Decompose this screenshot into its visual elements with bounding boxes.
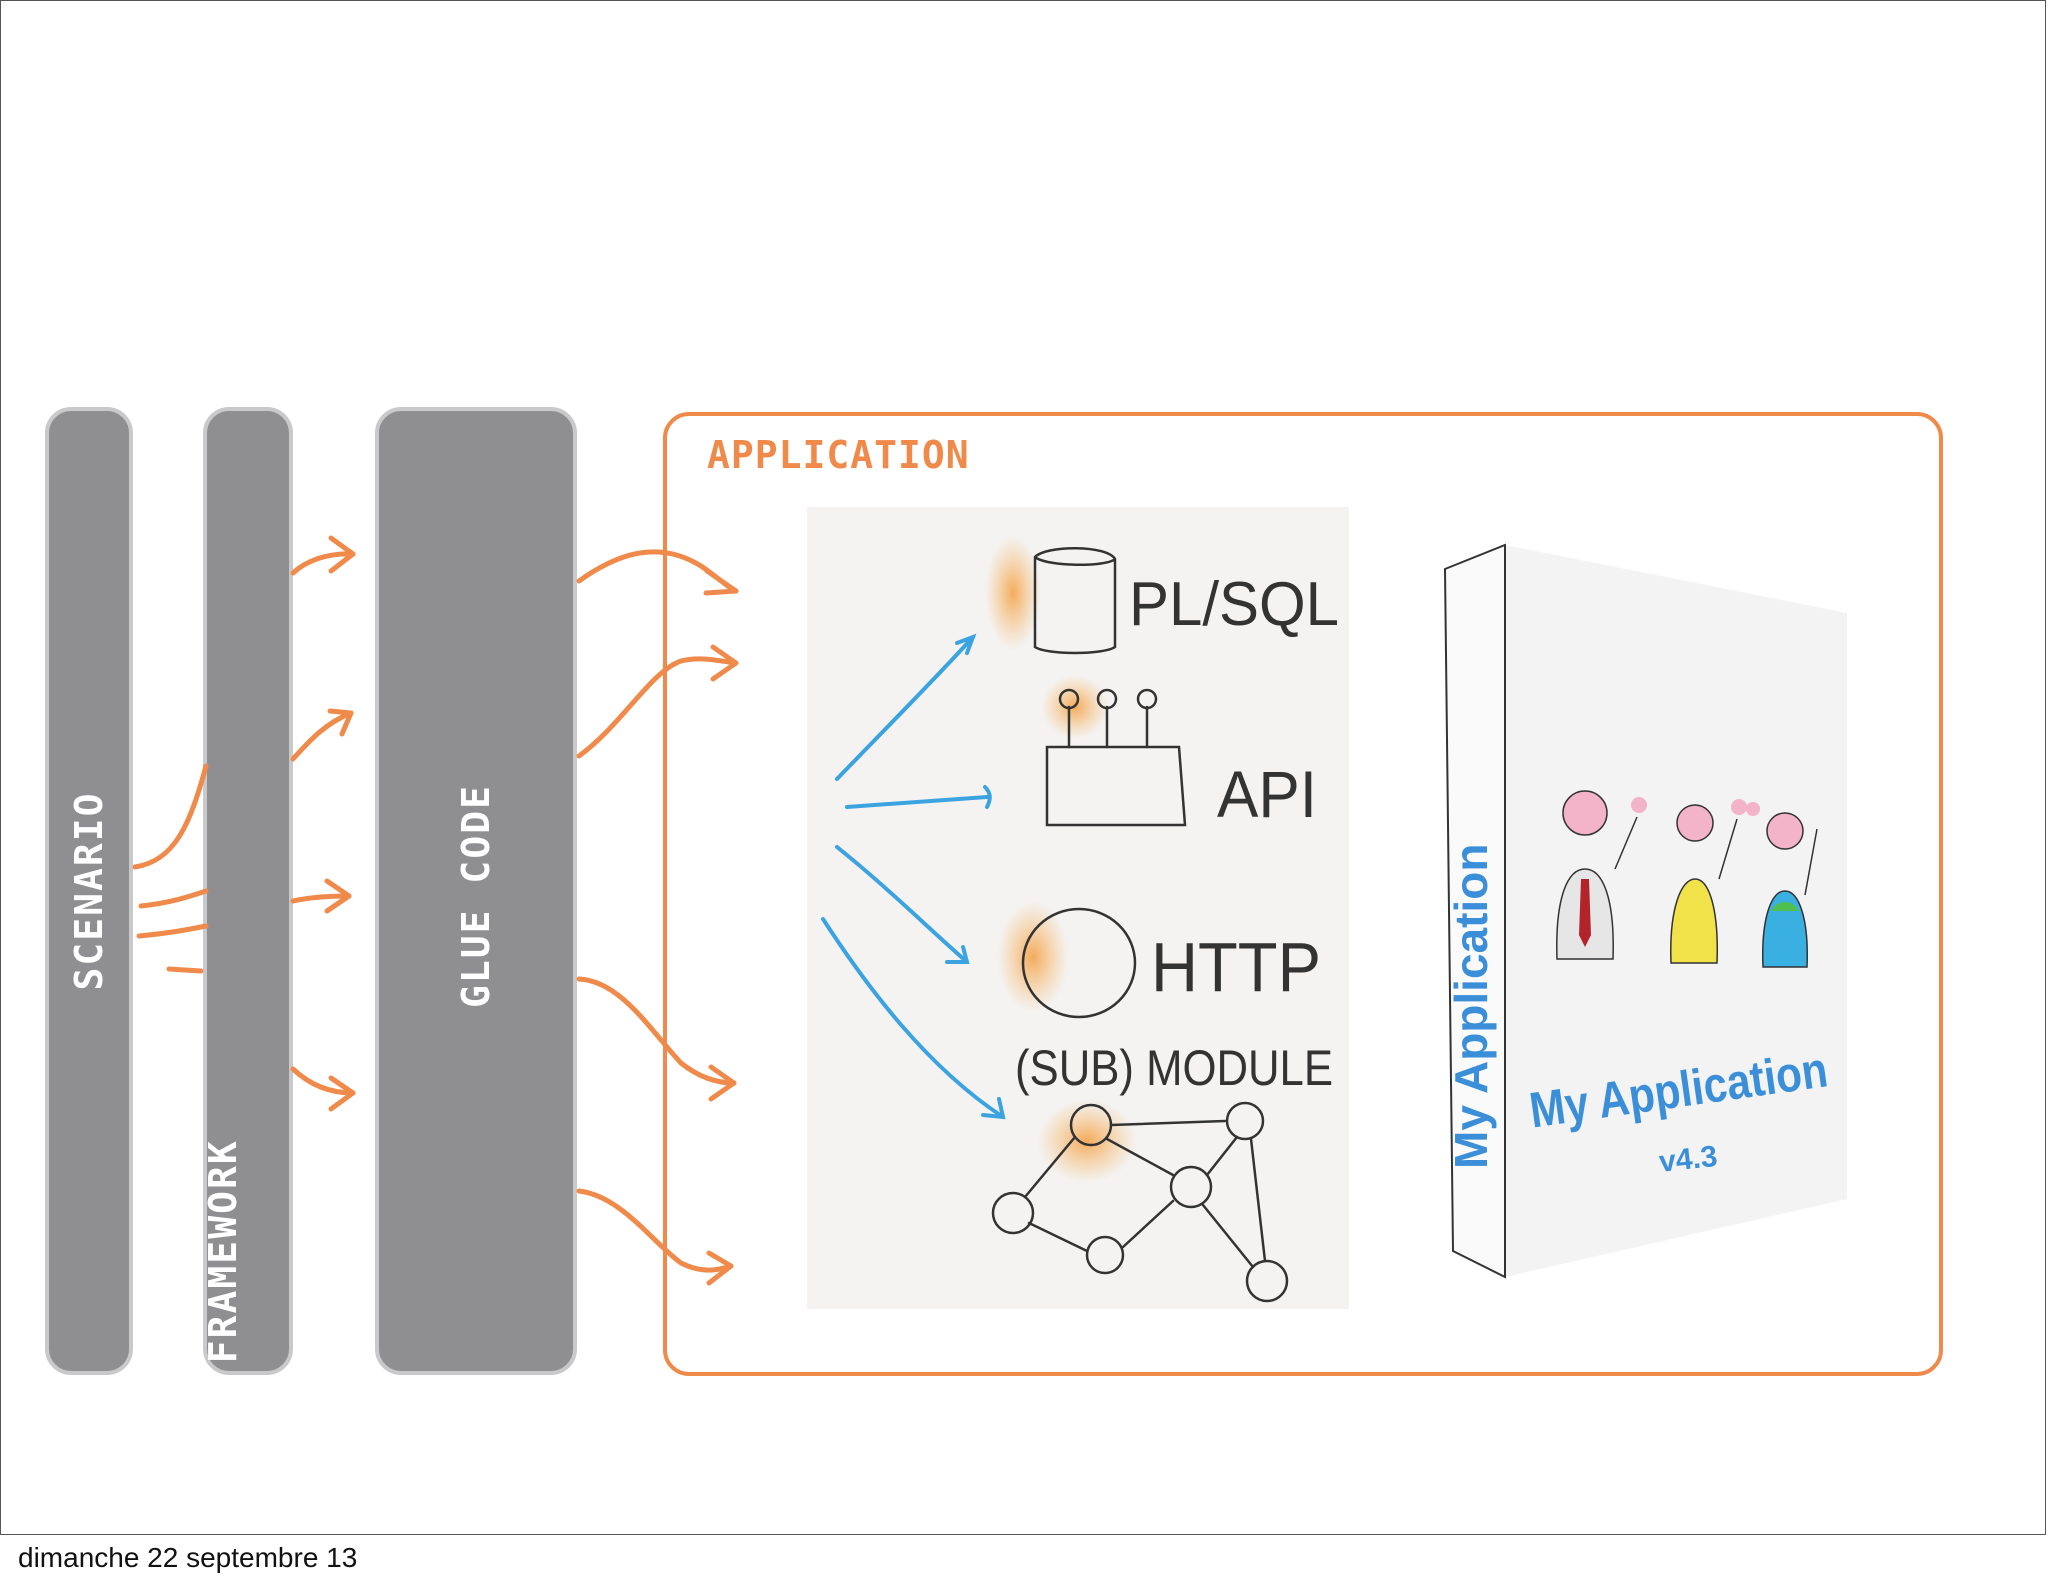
plsql-label: PL/SQL [1129, 570, 1339, 639]
arrow-glue-app-2-head [710, 644, 739, 682]
product-box-drawing: My Application My Application v4.3 [1443, 543, 1847, 1279]
sketch-drawing: PL/SQL API HTTP (SUB) MODULE [821, 535, 1339, 1303]
arrow-scenario-bdd-4 [166, 966, 204, 974]
connector-arrows [132, 535, 739, 1286]
http-label: HTTP [1151, 928, 1321, 1006]
arrow-bdd-glue-4-head [328, 1075, 356, 1112]
blue-arrow-http [835, 845, 969, 964]
db-highlight [985, 535, 1041, 651]
arrow-scenario-bdd-3 [136, 923, 209, 939]
arrow-glue-app-3 [576, 976, 737, 1086]
product-box: My Application My Application v4.3 [1437, 539, 1857, 1279]
arrow-glue-app-1-head [703, 568, 739, 596]
scenario-bar: SCENARIO [45, 407, 133, 1375]
arrow-bdd-glue-3 [290, 893, 352, 904]
blue-arrow-module [821, 917, 1005, 1119]
arrow-glue-app-4 [576, 1188, 734, 1273]
module-graph-icon [991, 1101, 1289, 1303]
application-title: APPLICATION [707, 433, 970, 477]
arrow-bdd-glue-1 [290, 551, 356, 576]
arrow-bdd-glue-4 [290, 1066, 356, 1096]
box-spine [1443, 543, 1506, 1279]
arrow-scenario-bdd-1 [132, 763, 209, 870]
http-highlight [997, 901, 1069, 1013]
glue-code-bar: GLUE CODE [375, 407, 577, 1375]
blue-arrow-db [835, 635, 975, 781]
slide: SCENARIO BDD FRAMEWORK GLUE CODE [0, 0, 2046, 1535]
module-highlight [1037, 1099, 1137, 1183]
arrow-bdd-glue-1-head [328, 535, 356, 574]
api-label: API [1217, 757, 1317, 831]
arrow-bdd-glue-2 [290, 710, 354, 762]
footer-date: dimanche 22 septembre 13 [18, 1542, 358, 1573]
arrow-scenario-bdd-2 [138, 888, 209, 909]
characters-illustration [1556, 790, 1818, 968]
api-icon [1045, 745, 1187, 827]
blue-arrow-api [845, 795, 989, 809]
submodule-label: (SUB) MODULE [1015, 1040, 1333, 1096]
http-icon [1021, 907, 1137, 1019]
arrow-glue-app-3-head [708, 1064, 737, 1102]
arrow-glue-app-2 [576, 656, 739, 759]
arrow-bdd-glue-2-head [327, 708, 354, 737]
box-version: v4.3 [1657, 1140, 1719, 1179]
architecture-sketch: PL/SQL API HTTP (SUB) MODULE [807, 507, 1349, 1309]
arrow-glue-app-4-head [706, 1250, 734, 1286]
box-spine-text: My Application [1445, 844, 1497, 1169]
arrow-bdd-glue-3-head [324, 878, 352, 914]
db-icon [1033, 547, 1117, 655]
application-box [663, 412, 1943, 1376]
